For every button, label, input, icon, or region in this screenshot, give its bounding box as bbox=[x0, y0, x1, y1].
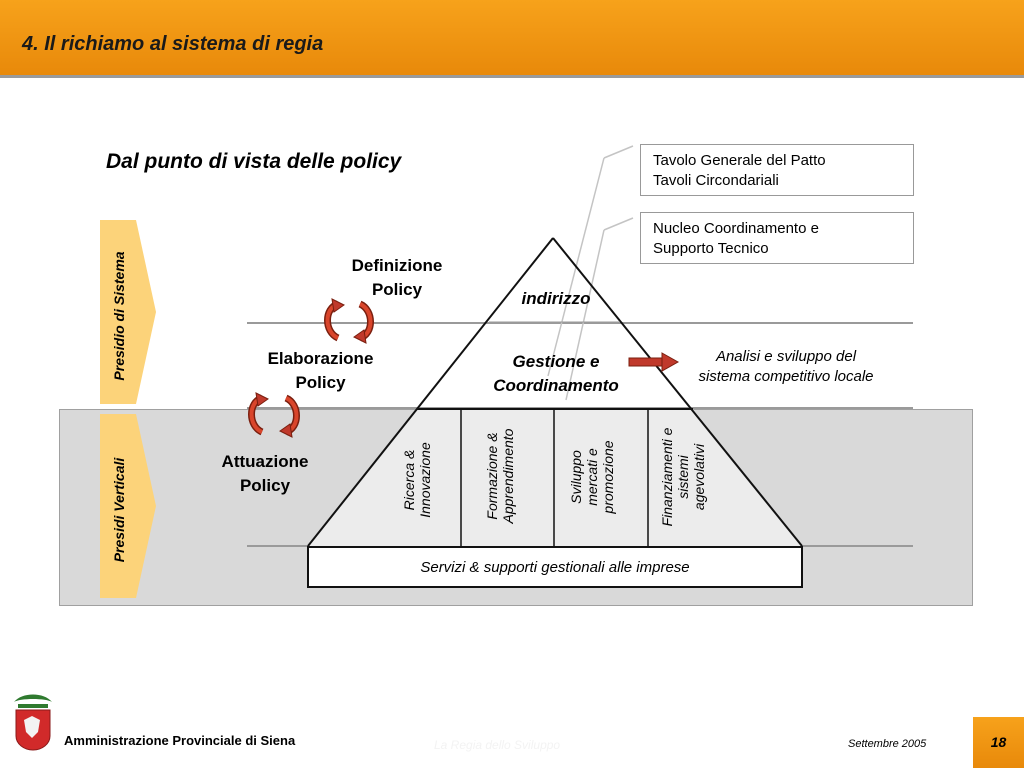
siena-crest-icon bbox=[14, 694, 52, 751]
pyramid-middle-label: Gestione e Coordinamento bbox=[493, 352, 619, 395]
cycle-arrows-icon-bottom bbox=[248, 392, 300, 438]
chevron-presidi-verticali bbox=[100, 414, 156, 598]
arrow-right-icon bbox=[628, 352, 680, 372]
pyramid-left-edge bbox=[307, 237, 554, 547]
cycle-arrows-icon-top bbox=[324, 298, 374, 344]
column-label-sviluppo: Sviluppo mercati e promozione bbox=[568, 440, 616, 514]
header-divider bbox=[0, 75, 1024, 78]
pyramid-top-label: indirizzo bbox=[521, 289, 591, 308]
slide-title: 4. Il richiamo al sistema di regia bbox=[22, 33, 324, 55]
footer-date: Settembre 2005 bbox=[848, 738, 927, 750]
chevron-presidio-sistema bbox=[100, 220, 156, 404]
footer-organization: Amministrazione Provinciale di Siena bbox=[64, 733, 296, 748]
label-definizione-policy: Definizione Policy bbox=[351, 256, 443, 299]
base-services-box: Servizi & supporti gestionali alle impre… bbox=[307, 546, 803, 588]
label-elaborazione-policy: Elaborazione Policy bbox=[267, 349, 374, 392]
analisi-label: Analisi e sviluppo del sistema competiti… bbox=[698, 348, 874, 385]
header-bar bbox=[0, 0, 1024, 75]
footer-watermark-title: La Regia dello Sviluppo bbox=[434, 738, 561, 752]
box-nucleo-coordinamento: Nucleo Coordinamento e Supporto Tecnico bbox=[640, 212, 914, 264]
label-attuazione-policy: Attuazione Policy bbox=[221, 452, 309, 495]
pyramid-lower-fill bbox=[308, 409, 802, 546]
pyramid-connector-top bbox=[603, 145, 634, 159]
pyramid-connector-middle-down bbox=[565, 229, 605, 401]
subtitle: Dal punto di vista delle policy bbox=[106, 150, 402, 173]
column-label-formazione: Formazione & Apprendimento bbox=[484, 428, 516, 524]
level-line-top bbox=[247, 322, 913, 324]
pyramid-right-edge bbox=[552, 237, 803, 547]
column-label-ricerca: Ricerca & Innovazione bbox=[401, 442, 433, 518]
column-label-finanziamenti: Finanziamenti e sistemi agevolativi bbox=[659, 427, 707, 527]
box-tavolo-generale: Tavolo Generale del Patto Tavoli Circond… bbox=[640, 144, 914, 196]
pyramid-connector-middle bbox=[603, 217, 634, 231]
page-number: 18 bbox=[973, 717, 1024, 768]
base-services-label: Servizi & supporti gestionali alle impre… bbox=[420, 559, 690, 576]
